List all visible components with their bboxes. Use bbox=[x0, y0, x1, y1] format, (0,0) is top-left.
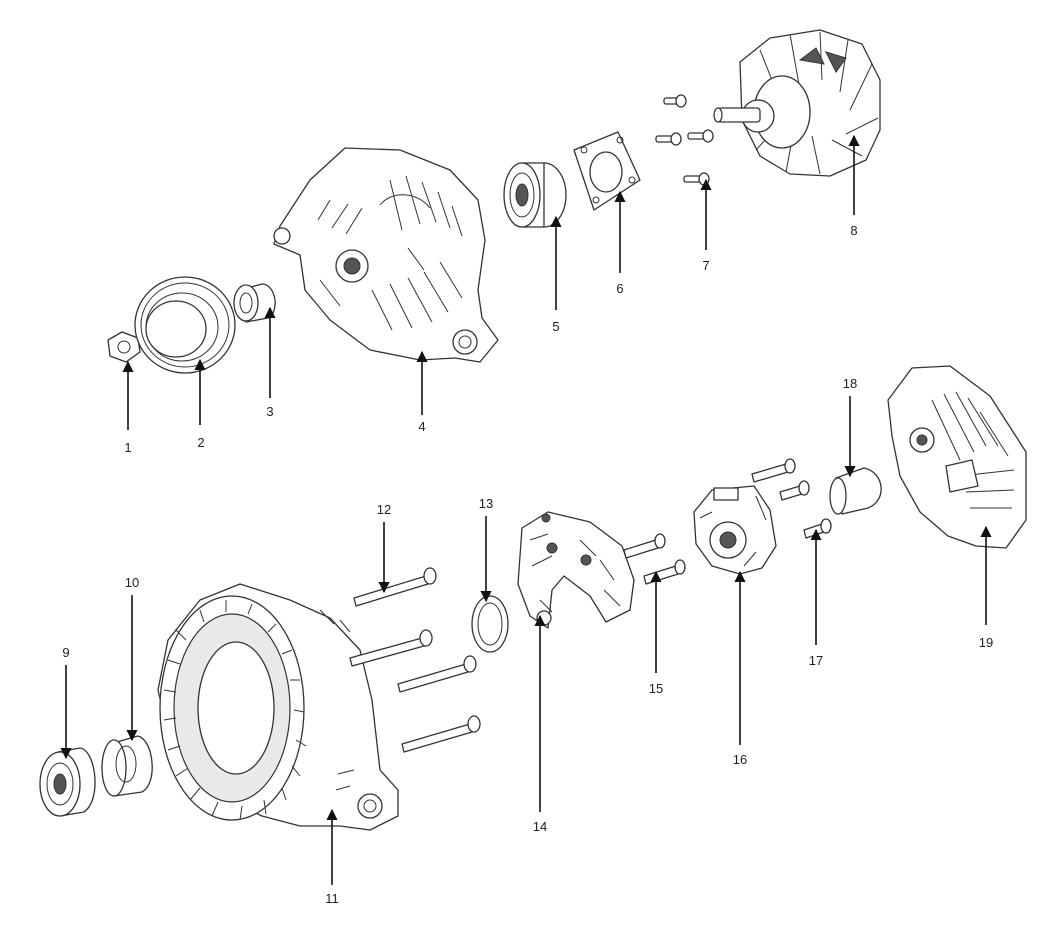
callout-12: 12 bbox=[377, 502, 391, 517]
leader-lines bbox=[60, 134, 992, 885]
bearing-retainer-plate bbox=[573, 131, 641, 211]
rotor bbox=[713, 29, 881, 177]
callout-10: 10 bbox=[125, 575, 139, 590]
callout-9: 9 bbox=[62, 645, 69, 660]
callout-7: 7 bbox=[702, 258, 709, 273]
callout-3: 3 bbox=[266, 404, 273, 419]
spacer bbox=[233, 283, 276, 323]
callout-6: 6 bbox=[616, 281, 623, 296]
callout-8: 8 bbox=[850, 223, 857, 238]
stator-rear-bracket bbox=[157, 583, 399, 831]
rear-cover-screws bbox=[751, 458, 832, 539]
callout-19: 19 bbox=[979, 635, 993, 650]
callout-2: 2 bbox=[197, 435, 204, 450]
callout-18: 18 bbox=[843, 376, 857, 391]
callout-4: 4 bbox=[418, 419, 425, 434]
pulley-nut bbox=[107, 331, 141, 363]
washer bbox=[471, 595, 509, 653]
callout-13: 13 bbox=[479, 496, 493, 511]
front-bracket bbox=[273, 147, 499, 363]
callout-5: 5 bbox=[552, 319, 559, 334]
callout-17: 17 bbox=[809, 653, 823, 668]
rear-cover bbox=[887, 365, 1027, 549]
callout-16: 16 bbox=[733, 752, 747, 767]
through-bolts bbox=[349, 567, 481, 753]
bearing-cover bbox=[101, 735, 153, 797]
rear-bearing bbox=[39, 747, 96, 817]
front-bearing bbox=[503, 162, 567, 228]
rectifier-assembly bbox=[517, 511, 635, 629]
callout-15: 15 bbox=[649, 681, 663, 696]
callout-14: 14 bbox=[533, 819, 547, 834]
callout-1: 1 bbox=[124, 440, 131, 455]
callout-11: 11 bbox=[325, 891, 339, 906]
pulley bbox=[134, 276, 236, 374]
callout-labels: 1 2 3 4 5 6 7 8 9 10 11 12 13 14 15 16 1… bbox=[62, 223, 993, 906]
voltage-regulator bbox=[693, 485, 777, 575]
retainer-screws bbox=[655, 94, 714, 186]
terminal-cap bbox=[829, 467, 882, 515]
